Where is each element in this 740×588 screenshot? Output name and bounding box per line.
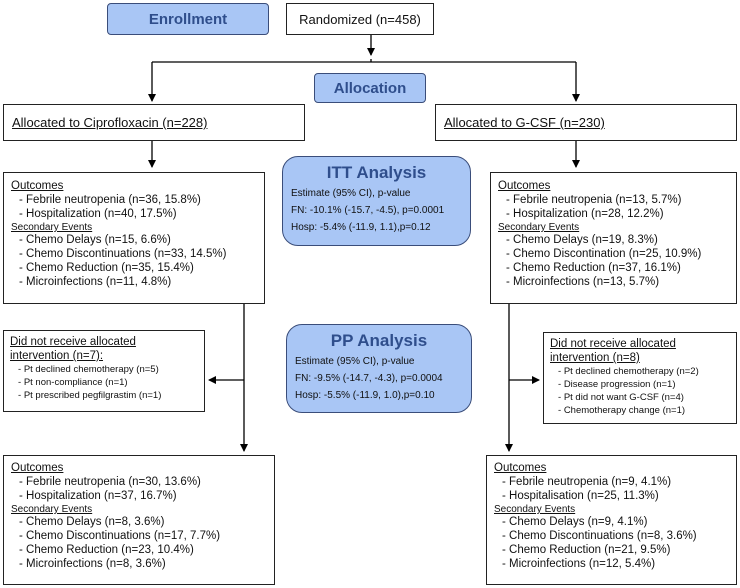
pp-estimate-header: Estimate (95% CI), p-value (295, 356, 415, 367)
gcsf-arm-label: Allocated to G-CSF (n=230) (444, 115, 605, 130)
outcomes-label: Outcomes (494, 462, 547, 474)
list-item: Pt declined chemotherapy (n=5) (10, 363, 198, 376)
cipro-itt-outcomes-box: Outcomes Febrile neutropenia (n=36, 15.8… (3, 172, 265, 304)
list-item: Chemo Delays (n=19, 8.3%) (498, 233, 729, 247)
secondary-events-label: Secondary Events (11, 504, 93, 515)
list-item: Chemo Discontinuations (n=8, 3.6%) (494, 529, 729, 543)
list-item: Febrile neutropenia (n=36, 15.8%) (11, 193, 257, 207)
pp-analysis-title: PP Analysis (330, 331, 428, 350)
list-item: Microinfections (n=12, 5.4%) (494, 557, 729, 571)
gcsf-arm-box: Allocated to G-CSF (n=230) (435, 104, 737, 141)
list-item: Chemo Delays (n=9, 4.1%) (494, 515, 729, 529)
secondary-events-label: Secondary Events (494, 504, 576, 515)
cipro-pp-outcomes-box: Outcomes Febrile neutropenia (n=30, 13.6… (3, 455, 275, 585)
list-item: Febrile neutropenia (n=13, 5.7%) (498, 193, 729, 207)
list-item: Microinfections (n=8, 3.6%) (11, 557, 267, 571)
list-item: Microinfections (n=13, 5.7%) (498, 275, 729, 289)
gcsf-itt-outcomes-box: Outcomes Febrile neutropenia (n=13, 5.7%… (490, 172, 737, 304)
list-item: Febrile neutropenia (n=30, 13.6%) (11, 475, 267, 489)
outcomes-label: Outcomes (498, 180, 551, 192)
itt-fn-estimate: FN: -10.1% (-15.7, -4.5), p=0.0001 (291, 205, 445, 216)
list-item: Hospitalisation (n=25, 11.3%) (494, 489, 729, 503)
list-item: Microinfections (n=11, 4.8%) (11, 275, 257, 289)
secondary-events-label: Secondary Events (11, 222, 93, 233)
gcsf-excluded-box: Did not receive allocated intervention (… (543, 332, 737, 424)
pp-fn-estimate: FN: -9.5% (-14.7, -4.3), p=0.0004 (295, 373, 443, 384)
itt-analysis-box: ITT Analysis Estimate (95% CI), p-value … (282, 156, 471, 246)
cipro-arm-label: Allocated to Ciprofloxacin (n=228) (12, 115, 208, 130)
cipro-excluded-box: Did not receive allocated intervention (… (3, 330, 205, 412)
list-item: Disease progression (n=1) (550, 378, 730, 391)
list-item: Chemo Discontinuations (n=33, 14.5%) (11, 247, 257, 261)
list-item: Pt non-compliance (n=1) (10, 376, 198, 389)
itt-hosp-estimate: Hosp: -5.4% (-11.9, 1.1),p=0.12 (291, 222, 431, 233)
list-item: Pt declined chemotherapy (n=2) (550, 365, 730, 378)
list-item: Chemo Reduction (n=37, 16.1%) (498, 261, 729, 275)
list-item: Chemotherapy change (n=1) (550, 404, 730, 417)
list-item: Pt did not want G-CSF (n=4) (550, 391, 730, 404)
list-item: Chemo Reduction (n=23, 10.4%) (11, 543, 267, 557)
list-item: Hospitalization (n=28, 12.2%) (498, 207, 729, 221)
outcomes-label: Outcomes (11, 180, 64, 192)
outcomes-label: Outcomes (11, 462, 64, 474)
secondary-events-label: Secondary Events (498, 222, 580, 233)
list-item: Chemo Discontinuations (n=17, 7.7%) (11, 529, 267, 543)
cipro-arm-box: Allocated to Ciprofloxacin (n=228) (3, 104, 305, 141)
list-item: Hospitalization (n=40, 17.5%) (11, 207, 257, 221)
list-item: Chemo Delays (n=15, 6.6%) (11, 233, 257, 247)
randomized-box: Randomized (n=458) (286, 3, 434, 35)
list-item: Febrile neutropenia (n=9, 4.1%) (494, 475, 729, 489)
itt-analysis-title: ITT Analysis (326, 163, 427, 182)
pp-hosp-estimate: Hosp: -5.5% (-11.9, 1.0),p=0.10 (295, 390, 435, 401)
list-item: Chemo Reduction (n=21, 9.5%) (494, 543, 729, 557)
gcsf-pp-outcomes-box: Outcomes Febrile neutropenia (n=9, 4.1%)… (486, 455, 737, 585)
list-item: Hospitalization (n=37, 16.7%) (11, 489, 267, 503)
list-item: Chemo Reduction (n=35, 15.4%) (11, 261, 257, 275)
list-item: Pt prescribed pegfilgrastim (n=1) (10, 389, 198, 402)
pp-analysis-box: PP Analysis Estimate (95% CI), p-value F… (286, 324, 472, 413)
list-item: Chemo Discontination (n=25, 10.9%) (498, 247, 729, 261)
list-item: Chemo Delays (n=8, 3.6%) (11, 515, 267, 529)
itt-estimate-header: Estimate (95% CI), p-value (291, 188, 411, 199)
allocation-label: Allocation (314, 73, 426, 103)
excluded-title: Did not receive allocated intervention (… (10, 336, 136, 362)
excluded-title: Did not receive allocated intervention (… (550, 338, 676, 364)
enrollment-label: Enrollment (107, 3, 269, 35)
